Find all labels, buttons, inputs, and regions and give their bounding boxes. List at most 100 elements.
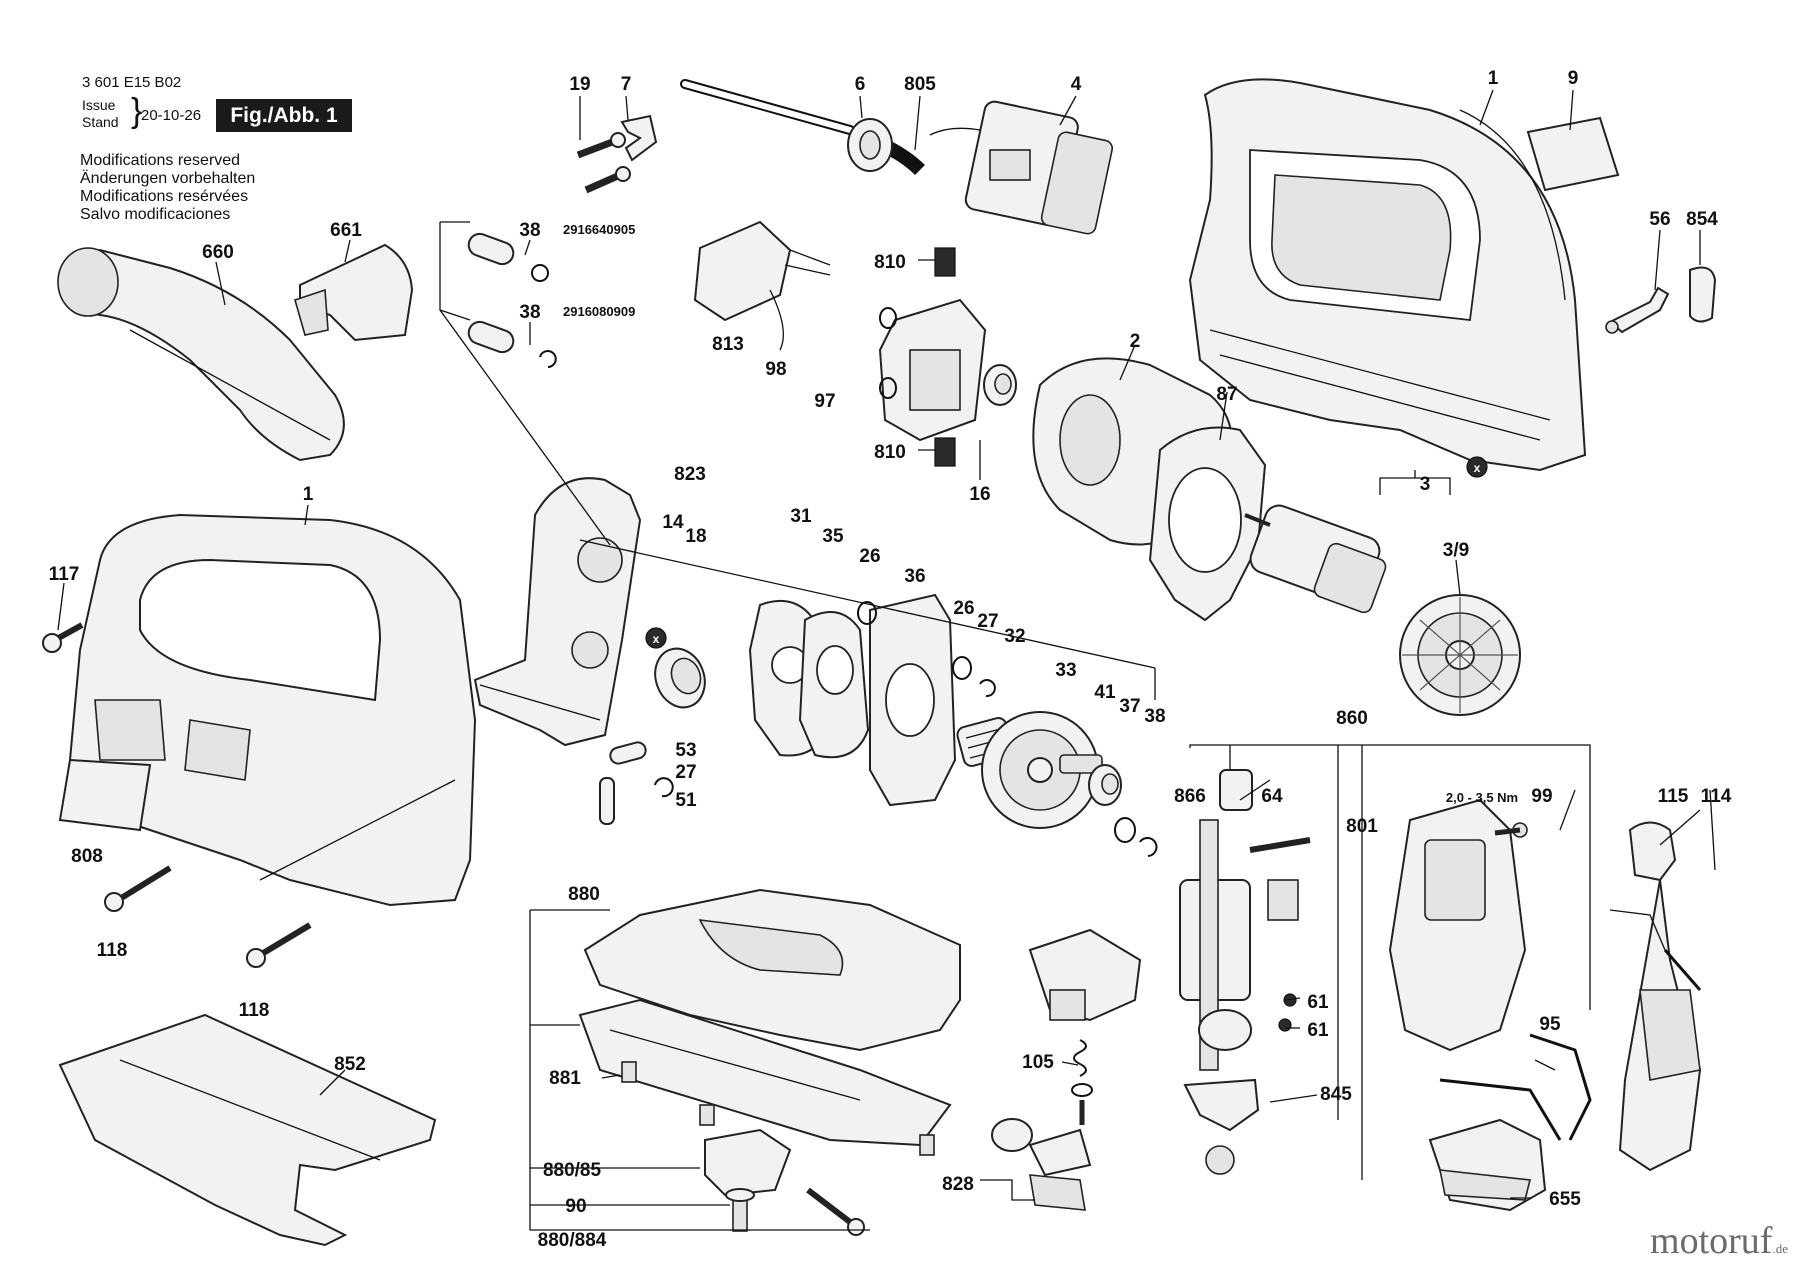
blower-655 bbox=[1428, 1118, 1547, 1212]
callout-866: 866 bbox=[1174, 786, 1206, 807]
watermark-tld: .de bbox=[1772, 1241, 1788, 1256]
callout-660: 660 bbox=[202, 242, 234, 263]
dust-adapter-660 bbox=[57, 247, 345, 462]
svg-text:x: x bbox=[1474, 461, 1481, 475]
callout-4: 4 bbox=[1071, 74, 1082, 95]
suppressor-813 bbox=[693, 220, 831, 351]
callout-torque: 2,0 - 3,5 Nm bbox=[1446, 790, 1518, 805]
label-9 bbox=[1526, 116, 1620, 192]
callout-105: 105 bbox=[1022, 1052, 1054, 1073]
knob-854 bbox=[1689, 266, 1717, 323]
air-guide-87 bbox=[1148, 426, 1267, 622]
svg-text:x: x bbox=[653, 632, 660, 646]
callout-95: 95 bbox=[1539, 1014, 1561, 1035]
screws-881 bbox=[621, 1061, 935, 1156]
switch-part bbox=[929, 100, 1114, 235]
issue-label: Issue bbox=[82, 97, 116, 113]
issue-brace: } bbox=[131, 92, 143, 130]
drawing-number: 3 601 E15 B02 bbox=[82, 74, 182, 91]
pin-51 bbox=[599, 777, 615, 825]
callout-7: 7 bbox=[621, 74, 632, 95]
callout-810-b: 810 bbox=[874, 442, 906, 463]
housing-shell-left bbox=[68, 513, 477, 907]
callout-655: 655 bbox=[1549, 1189, 1581, 1210]
callout-31: 31 bbox=[790, 506, 812, 527]
chip-guard-661 bbox=[294, 243, 414, 342]
callout-880-85: 880/85 bbox=[543, 1160, 602, 1181]
callout-37: 37 bbox=[1119, 696, 1140, 717]
callout-87: 87 bbox=[1216, 384, 1237, 405]
callout-56: 56 bbox=[1649, 209, 1670, 230]
issue-date: 20-10-26 bbox=[141, 107, 202, 124]
bearing-41 bbox=[1088, 764, 1158, 857]
callout-38-a: 38 bbox=[519, 220, 540, 241]
pin-53 bbox=[609, 741, 674, 798]
plate-35 bbox=[798, 611, 870, 759]
marker-x-right: x bbox=[1466, 456, 1488, 478]
callout-32: 32 bbox=[1004, 626, 1025, 647]
figure-label: Fig./Abb. 1 bbox=[216, 99, 352, 132]
callout-823: 823 bbox=[674, 464, 706, 485]
callout-33: 33 bbox=[1055, 660, 1076, 681]
led-module-114 bbox=[1609, 821, 1702, 1172]
callout-3: 3 bbox=[1420, 474, 1431, 495]
gear-cover-801 bbox=[1388, 798, 1528, 1052]
watermark-name: motoruf bbox=[1650, 1220, 1773, 1262]
callout-9: 9 bbox=[1568, 68, 1579, 89]
screw-117 bbox=[42, 622, 84, 653]
callout-1-top: 1 bbox=[1488, 68, 1499, 89]
issue-labels: Issue Stand bbox=[82, 97, 119, 131]
callout-118-a: 118 bbox=[97, 940, 128, 961]
callout-38-b: 38 bbox=[519, 302, 540, 323]
note-es: Salvo modificaciones bbox=[80, 206, 231, 223]
spring-pin-880-884 bbox=[806, 1187, 865, 1236]
gear-33 bbox=[981, 711, 1103, 829]
callout-18: 18 bbox=[685, 526, 706, 547]
callout-14: 14 bbox=[662, 512, 684, 533]
callout-881: 881 bbox=[549, 1068, 581, 1089]
label-808 bbox=[58, 758, 152, 832]
callout-2: 2 bbox=[1130, 331, 1141, 352]
callout-61-b: 61 bbox=[1307, 1020, 1329, 1041]
note-de: Änderungen vorbehalten bbox=[80, 170, 256, 187]
plunger-assembly bbox=[1179, 769, 1311, 1175]
callout-64: 64 bbox=[1261, 786, 1283, 807]
guide-36 bbox=[869, 593, 957, 807]
fan-3-9 bbox=[1399, 594, 1521, 716]
note-en: Modifications reserved bbox=[80, 152, 241, 169]
callout-26-b: 26 bbox=[953, 598, 974, 619]
callout-860: 860 bbox=[1336, 708, 1368, 729]
callout-27-a: 27 bbox=[977, 611, 998, 632]
callout-828: 828 bbox=[942, 1174, 974, 1195]
callout-2916080909: 2916080909 bbox=[563, 304, 635, 319]
callout-810-a: 810 bbox=[874, 252, 906, 273]
callout-880: 880 bbox=[568, 884, 600, 905]
housing-shell-right bbox=[1188, 78, 1587, 472]
lever-828 bbox=[991, 1118, 1092, 1211]
callout-845: 845 bbox=[1320, 1084, 1352, 1105]
callout-97: 97 bbox=[814, 391, 835, 412]
callout-labels: 19 7 6 805 4 1 9 38 2916640905 38 291608… bbox=[49, 68, 1732, 1251]
callout-6: 6 bbox=[855, 74, 866, 95]
callout-805: 805 bbox=[904, 74, 936, 95]
callout-90: 90 bbox=[565, 1196, 586, 1217]
pins-38 bbox=[467, 232, 557, 368]
marker-x-left: x bbox=[645, 627, 667, 649]
washers-26-27 bbox=[857, 601, 996, 698]
screw-118-a bbox=[104, 865, 172, 912]
clip-7 bbox=[620, 114, 658, 162]
callout-114: 114 bbox=[1701, 786, 1732, 807]
callout-2916640905: 2916640905 bbox=[563, 222, 635, 237]
callout-1-left: 1 bbox=[303, 484, 314, 505]
callout-661: 661 bbox=[330, 220, 362, 241]
spring-95 bbox=[1439, 1033, 1592, 1141]
callout-98: 98 bbox=[765, 359, 786, 380]
base-plate-880 bbox=[578, 888, 961, 1147]
callout-99: 99 bbox=[1531, 786, 1552, 807]
stand-label: Stand bbox=[82, 114, 119, 130]
callout-115: 115 bbox=[1658, 786, 1689, 807]
leader-lines bbox=[57, 89, 1716, 1231]
callout-38-c: 38 bbox=[1144, 706, 1165, 727]
armature-3 bbox=[1244, 504, 1387, 614]
